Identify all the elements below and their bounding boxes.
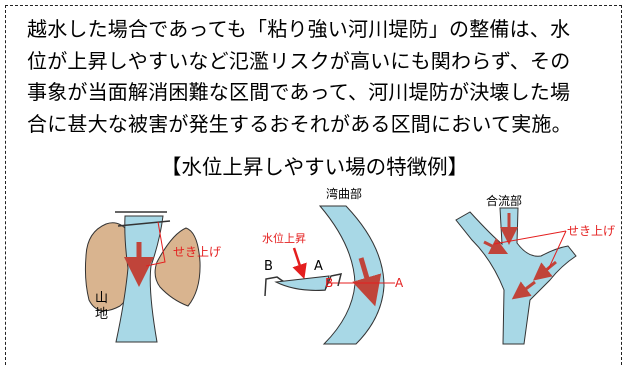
river-confluence	[455, 207, 577, 345]
water-rise-label: 水位上昇	[262, 231, 306, 245]
plan-label-b: B	[325, 276, 333, 290]
tributary-flow-arrow-left	[483, 237, 509, 255]
backwater-pointer	[145, 221, 166, 267]
mountain-label-2: 地	[95, 307, 108, 322]
description-line-2: 位が上昇しやすいなど氾濫リスクが高いにも関わらず、その	[27, 48, 571, 73]
mountain-right	[154, 227, 201, 307]
outflow-arrow	[511, 280, 536, 300]
backwater-pointer-left	[493, 230, 567, 245]
section-subtitle: 【水位上昇しやすい場の特徴例】	[160, 155, 469, 179]
cross-section-water	[274, 275, 330, 291]
section-label-a: A	[314, 259, 323, 274]
river-bend	[318, 205, 385, 345]
tributary-flow-arrow-right	[533, 260, 557, 281]
narrow-section-diagram: せき上げ 山 地	[84, 211, 221, 343]
water-rise-arrow	[292, 247, 307, 280]
dashed-frame	[5, 5, 622, 365]
confluence-diagram: 合流部 せき上げ	[455, 193, 615, 345]
description-line-3: 事象が当面解消困難な区間であって、河川堤防が決壊した場	[27, 80, 571, 104]
bend-title: 湾曲部	[326, 186, 362, 201]
description-line-4: 合に甚大な被害が発生するおそれがある区間において実施。	[27, 111, 572, 136]
mountain-label-1: 山	[95, 291, 108, 306]
description-paragraph: 越水した場合であっても「粘り強い河川堤防」の整備は、水 位が上昇しやすいなど氾濫…	[27, 14, 617, 140]
river-diagrams: せき上げ 山 地 湾曲部 水位上昇 B A B A 合流部 せき上げ	[84, 186, 615, 345]
confluence-backwater-label: せき上げ	[567, 224, 615, 238]
section-line-lower	[117, 220, 171, 227]
section-label-b: B	[264, 259, 273, 274]
bend-diagram: 湾曲部 水位上昇 B A B A	[262, 186, 404, 345]
confluence-title: 合流部	[486, 193, 522, 208]
description-line-1: 越水した場合であっても「粘り強い河川堤防」の整備は、水	[27, 17, 571, 41]
bend-flow-arrow	[352, 257, 382, 307]
backwater-pointer-right	[547, 230, 567, 271]
backwater-label: せき上げ	[173, 245, 221, 259]
plan-label-a: A	[395, 276, 404, 290]
